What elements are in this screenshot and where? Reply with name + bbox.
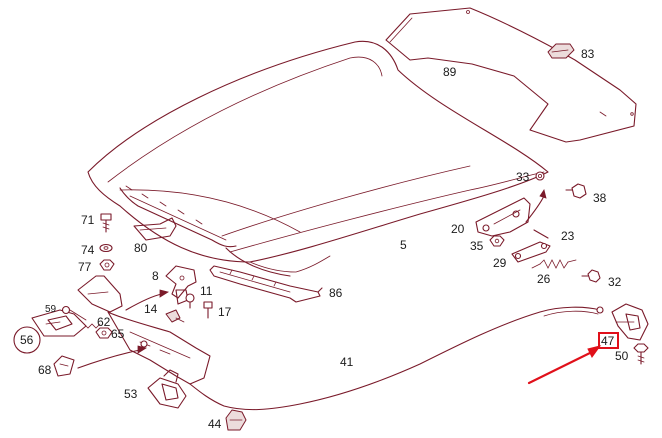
label-5: 5 [400, 238, 407, 252]
label-26: 26 [537, 272, 551, 286]
label-80: 80 [134, 241, 148, 255]
label-8: 8 [152, 269, 159, 283]
label-50: 50 [615, 349, 629, 363]
insulation-mat [385, 7, 637, 143]
leader-arrows [69, 289, 170, 369]
hinge-right-components [475, 183, 601, 283]
label-56: 56 [20, 333, 34, 347]
release-cable [189, 306, 604, 411]
label-38: 38 [593, 191, 607, 205]
lock-assembly-left [13, 275, 211, 385]
bolt-50 [633, 343, 649, 365]
label-20: 20 [451, 222, 465, 236]
label-32: 32 [608, 275, 622, 289]
label-77: 77 [78, 260, 92, 274]
label-71: 71 [81, 213, 95, 227]
seal-strip [209, 265, 323, 303]
label-53: 53 [124, 387, 138, 401]
label-29: 29 [493, 256, 507, 270]
label-41: 41 [340, 355, 354, 369]
label-89: 89 [443, 65, 457, 79]
label-11: 11 [200, 284, 213, 298]
label-47: 47 [601, 334, 615, 348]
release-handle-53 [147, 369, 187, 409]
label-14: 14 [144, 302, 158, 316]
label-35: 35 [470, 239, 484, 253]
label-86: 86 [329, 286, 343, 300]
label-44: 44 [208, 417, 222, 431]
label-83: 83 [581, 47, 595, 61]
label-68: 68 [38, 363, 52, 377]
hinge-left-components [99, 213, 213, 323]
clip-83 [547, 43, 575, 59]
hood-lock-47 [611, 303, 649, 341]
label-17: 17 [218, 305, 232, 319]
label-59: 59 [45, 304, 57, 315]
label-23: 23 [561, 229, 575, 243]
label-33: 33 [516, 170, 530, 184]
label-62: 62 [97, 315, 111, 329]
part-labels: 83 89 33 38 71 74 77 80 20 5 23 35 29 8 … [20, 47, 629, 431]
highlight-47 [527, 332, 619, 385]
clip-44 [225, 409, 247, 431]
label-65: 65 [111, 327, 125, 341]
label-74: 74 [81, 243, 95, 257]
